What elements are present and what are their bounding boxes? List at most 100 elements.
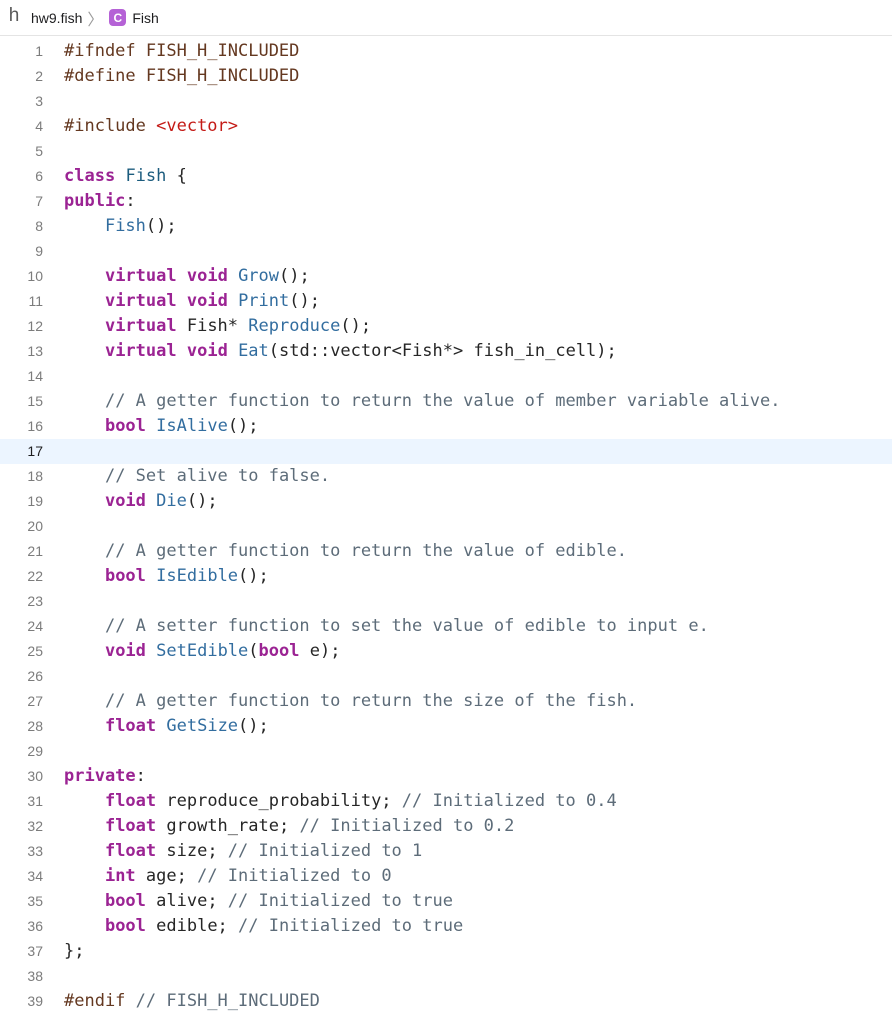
code-token xyxy=(64,491,105,511)
code-line[interactable]: 13 virtual void Eat(std::vector<Fish*> f… xyxy=(0,339,892,364)
code-text: private: xyxy=(64,764,146,789)
code-line[interactable]: 23 xyxy=(0,589,892,614)
code-line[interactable]: 14 xyxy=(0,364,892,389)
line-number: 34 xyxy=(27,868,43,884)
code-line[interactable]: 21 // A getter function to return the va… xyxy=(0,539,892,564)
code-line[interactable]: 6 class Fish { xyxy=(0,164,892,189)
code-token: float xyxy=(104,816,157,836)
line-number: 11 xyxy=(28,293,43,309)
code-line[interactable]: 16 bool IsAlive(); xyxy=(0,414,892,439)
code-line[interactable]: 28 float GetSize(); xyxy=(0,714,892,739)
code-line[interactable]: 27 // A getter function to return the si… xyxy=(0,689,892,714)
line-number: 17 xyxy=(27,443,43,459)
code-line[interactable]: 26 xyxy=(0,664,892,689)
line-number: 3 xyxy=(35,93,43,109)
code-token xyxy=(64,416,105,436)
code-token: void xyxy=(186,341,228,361)
code-token: virtual xyxy=(104,291,177,311)
code-token: SetEdible xyxy=(156,641,249,661)
line-number: 6 xyxy=(35,168,43,184)
code-line[interactable]: 9 xyxy=(0,239,892,264)
breadcrumb-symbol[interactable]: Fish xyxy=(132,9,159,26)
code-token: virtual xyxy=(104,316,177,336)
line-number: 28 xyxy=(27,718,43,734)
code-line[interactable]: 24 // A setter function to set the value… xyxy=(0,614,892,639)
line-number: 20 xyxy=(27,518,43,534)
code-token: void xyxy=(186,291,228,311)
code-token: bool xyxy=(258,641,300,661)
line-number: 23 xyxy=(27,593,43,609)
line-number: 22 xyxy=(27,568,43,584)
line-number: 26 xyxy=(27,668,43,684)
code-line[interactable]: 18 // Set alive to false. xyxy=(0,464,892,489)
code-text: void SetEdible(bool e); xyxy=(64,639,340,664)
code-line[interactable]: 2#define FISH_H_INCLUDED xyxy=(0,64,892,89)
code-token: growth_rate; xyxy=(156,816,300,836)
code-line[interactable]: 15 // A getter function to return the va… xyxy=(0,389,892,414)
code-token: Fish xyxy=(125,166,167,186)
code-line[interactable]: 32 float growth_rate; // Initialized to … xyxy=(0,814,892,839)
code-line[interactable]: 34 int age; // Initialized to 0 xyxy=(0,864,892,889)
code-line[interactable]: 37}; xyxy=(0,939,892,964)
line-number: 7 xyxy=(35,193,43,209)
code-line[interactable]: 25 void SetEdible(bool e); xyxy=(0,639,892,664)
code-token: }; xyxy=(64,941,85,961)
code-text: // A setter function to set the value of… xyxy=(64,614,709,639)
code-line[interactable]: 8 Fish(); xyxy=(0,214,892,239)
code-token xyxy=(146,416,156,436)
code-token xyxy=(64,466,105,486)
code-token: (); xyxy=(289,291,320,311)
code-line[interactable]: 33 float size; // Initialized to 1 xyxy=(0,839,892,864)
class-icon: C xyxy=(109,9,127,26)
code-line[interactable]: 17 xyxy=(0,439,892,464)
code-line[interactable]: 1#ifndef FISH_H_INCLUDED xyxy=(0,39,892,64)
code-line[interactable]: 36 bool edible; // Initialized to true xyxy=(0,914,892,939)
code-token: int xyxy=(104,866,136,886)
code-token: public xyxy=(64,191,126,211)
code-token: IsAlive xyxy=(156,416,228,436)
code-text: class Fish { xyxy=(64,164,187,189)
code-line[interactable]: 19 void Die(); xyxy=(0,489,892,514)
code-line[interactable]: 38 xyxy=(0,964,892,989)
code-token: // FISH_H_INCLUDED xyxy=(135,991,320,1011)
code-token xyxy=(115,166,125,186)
code-line[interactable]: 11 virtual void Print(); xyxy=(0,289,892,314)
line-number: 14 xyxy=(27,368,43,384)
code-line[interactable]: 3 xyxy=(0,89,892,114)
code-token xyxy=(64,616,105,636)
code-token xyxy=(177,341,187,361)
code-line[interactable]: 5 xyxy=(0,139,892,164)
code-line[interactable]: 29 xyxy=(0,739,892,764)
code-token: (); xyxy=(279,266,310,286)
code-line[interactable]: 35 bool alive; // Initialized to true xyxy=(0,889,892,914)
code-token: (); xyxy=(238,566,269,586)
code-token: bool xyxy=(104,416,146,436)
code-token xyxy=(64,841,105,861)
code-token: <vector> xyxy=(156,116,239,136)
code-text: int age; // Initialized to 0 xyxy=(64,864,392,889)
code-token: float xyxy=(104,716,157,736)
code-line[interactable]: 4#include <vector> xyxy=(0,114,892,139)
code-line[interactable]: 22 bool IsEdible(); xyxy=(0,564,892,589)
line-number: 5 xyxy=(35,143,43,159)
code-text: virtual void Print(); xyxy=(64,289,320,314)
code-line[interactable]: 10 virtual void Grow(); xyxy=(0,264,892,289)
code-token xyxy=(64,341,105,361)
breadcrumb-file[interactable]: hw9.fish xyxy=(31,9,83,26)
code-token xyxy=(146,491,156,511)
code-token: // Set alive to false. xyxy=(104,466,331,486)
code-line[interactable]: 31 float reproduce_probability; // Initi… xyxy=(0,789,892,814)
code-token xyxy=(64,641,105,661)
line-number: 19 xyxy=(27,493,43,509)
code-line[interactable]: 12 virtual Fish* Reproduce(); xyxy=(0,314,892,339)
code-token: class xyxy=(64,166,116,186)
code-line[interactable]: 20 xyxy=(0,514,892,539)
code-line[interactable]: 39#endif // FISH_H_INCLUDED xyxy=(0,989,892,1014)
code-token: virtual xyxy=(104,266,177,286)
line-number: 16 xyxy=(27,418,43,434)
code-token xyxy=(64,916,105,936)
code-token: #endif xyxy=(64,991,136,1011)
